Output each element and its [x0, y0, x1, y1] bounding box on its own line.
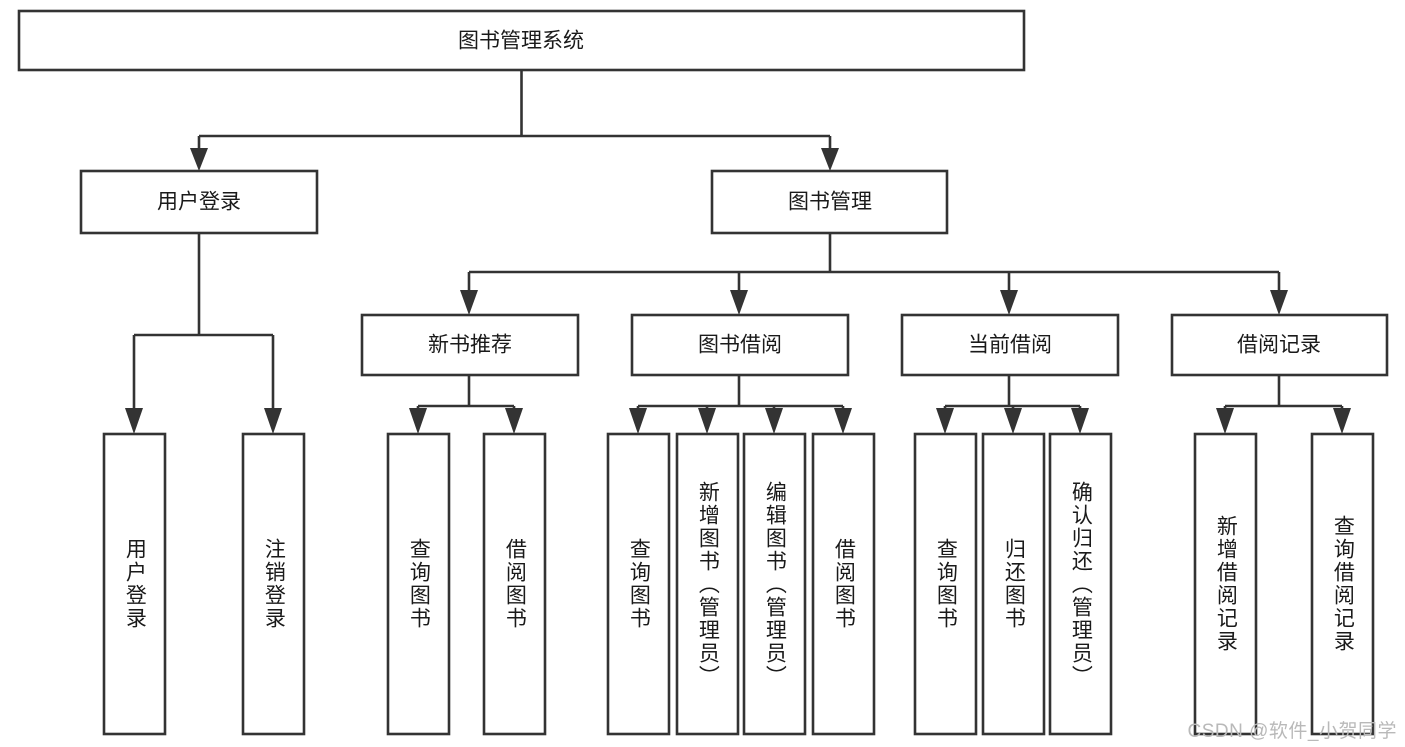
node-label-book-management: 图书管理 [788, 191, 872, 214]
arrow-head-currentborrow-leaf2 [1004, 408, 1022, 434]
arrow-head-bookborrow-leaf2 [698, 408, 716, 434]
node-box-leaf-current-borrow-1[interactable] [981, 432, 1046, 736]
arrow-head-currentborrow-leaf1 [936, 408, 954, 434]
node-box-leaf-book-borrow-3[interactable] [811, 432, 876, 736]
node-label-user-login: 用户登录 [157, 191, 241, 214]
node-box-leaf-user-login-0[interactable] [102, 432, 167, 736]
connector-group [125, 70, 1351, 434]
arrow-head-currentborrow-leaf3 [1071, 408, 1089, 434]
node-box-book-borrow[interactable] [630, 313, 850, 377]
arrow-head-new-books [460, 290, 478, 315]
node-box-current-borrow[interactable] [900, 313, 1120, 377]
node-label-borrow-records: 借阅记录 [1237, 334, 1321, 357]
node-box-leaf-current-borrow-0[interactable] [913, 432, 978, 736]
arrow-head-borrowrecords-leaf2 [1333, 408, 1351, 434]
node-box-new-books[interactable] [360, 313, 580, 377]
node-box-leaf-new-books-0[interactable] [386, 432, 451, 736]
node-box-root[interactable] [17, 9, 1026, 72]
node-label-root: 图书管理系统 [458, 30, 584, 53]
node-label-book-borrow: 图书借阅 [698, 334, 782, 357]
node-box-leaf-user-login-1[interactable] [241, 432, 306, 736]
arrow-head-current-borrow [1000, 290, 1018, 315]
arrow-head-login-leaf2 [264, 408, 282, 434]
arrow-head-bookborrow-leaf4 [834, 408, 852, 434]
node-box-leaf-borrow-records-0[interactable] [1193, 432, 1258, 736]
arrow-head-bookborrow-leaf3 [765, 408, 783, 434]
csdn-watermark: CSDN @软件_小贺同学 [1187, 721, 1397, 742]
node-label-new-books: 新书推荐 [428, 334, 512, 357]
arrow-head-login [190, 148, 208, 171]
node-box-group [17, 9, 1389, 736]
node-box-book-management[interactable] [710, 169, 949, 235]
node-box-leaf-book-borrow-0[interactable] [606, 432, 671, 736]
node-box-leaf-current-borrow-2[interactable] [1048, 432, 1113, 736]
arrow-head-bookmgmt [821, 148, 839, 171]
node-box-leaf-borrow-records-1[interactable] [1310, 432, 1375, 736]
node-box-leaf-new-books-1[interactable] [482, 432, 547, 736]
arrow-head-bookborrow-leaf1 [629, 408, 647, 434]
node-box-leaf-book-borrow-2[interactable] [742, 432, 807, 736]
arrow-head-borrow-records [1270, 290, 1288, 315]
node-box-user-login[interactable] [79, 169, 319, 235]
arrow-head-book-borrow [730, 290, 748, 315]
node-box-borrow-records[interactable] [1170, 313, 1389, 377]
arrow-head-newbooks-leaf1 [409, 408, 427, 434]
arrow-head-login-leaf1 [125, 408, 143, 434]
node-label-current-borrow: 当前借阅 [968, 334, 1052, 357]
arrow-head-newbooks-leaf2 [505, 408, 523, 434]
node-box-leaf-book-borrow-1[interactable] [675, 432, 740, 736]
arrow-head-borrowrecords-leaf1 [1216, 408, 1234, 434]
node-label-group: 图书管理系统 用户登录 图书管理 新书推荐 图书借阅 当前借阅 借阅记录 [157, 30, 1321, 357]
